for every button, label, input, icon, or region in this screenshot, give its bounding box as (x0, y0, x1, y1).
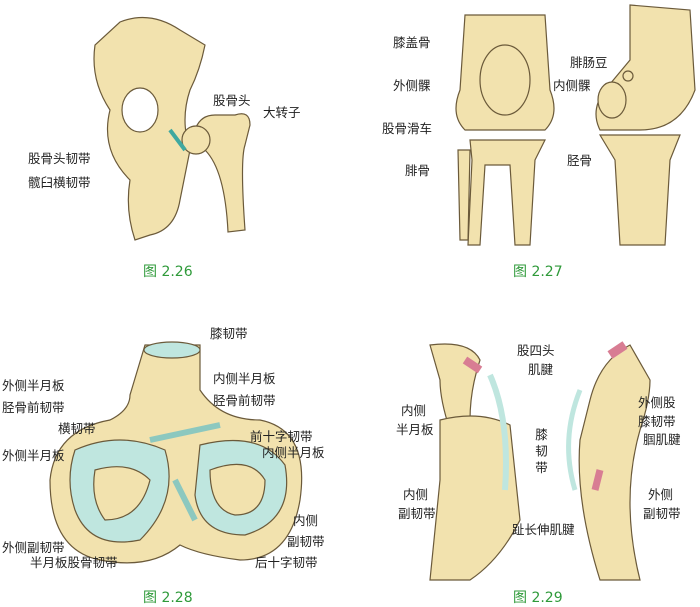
label-medial: 内侧 (293, 513, 319, 528)
label-ligament-of-head: 股骨头韧带 (28, 151, 91, 166)
label-femoropatellar-ligament: 膝韧带 (638, 414, 676, 429)
label-cranial-tibial-ligament-lateral: 胫骨前韧带 (2, 400, 65, 415)
label-cranial-tibial-ligament-medial: 胫骨前韧带 (213, 393, 276, 408)
label-medial-meniscus-tibial: 内侧半月板 (213, 371, 276, 386)
label-femoral-trochlea: 股骨滑车 (382, 121, 433, 136)
label-lateral-collateral-ligament: 外侧副韧带 (2, 540, 65, 555)
label-lateral-condyle: 外侧髁 (393, 78, 431, 93)
label-femoral-head: 股骨头 (213, 93, 251, 108)
label-caudal-cruciate-ligament: 后十字韧带 (255, 555, 318, 570)
label-patella: 膝盖骨 (393, 35, 431, 50)
label-fibula: 腓骨 (405, 163, 431, 178)
label-meniscus: 半月板 (396, 422, 434, 437)
label-lateral-meniscus-tibial: 外侧半月板 (2, 378, 65, 393)
hip-bone-illustration (93, 16, 251, 241)
label-popliteal-tendon: 腘肌腱 (643, 432, 681, 447)
label-lateral: 外侧 (648, 487, 674, 502)
label-collateral-ligament: 副韧带 (398, 506, 436, 521)
label-greater-trochanter: 大转子 (263, 105, 301, 120)
knee-lateral-illustration (429, 341, 651, 581)
label-patellar-ligament: 膝韧带 (210, 326, 248, 341)
label-tendon: 肌腱 (528, 362, 554, 377)
knee-side-illustration (595, 4, 696, 246)
figure-caption: 图 2.29 (513, 590, 563, 606)
label-collateral-ligament: 副韧带 (643, 506, 681, 521)
label-medial-meniscus: 内侧半月板 (262, 445, 325, 460)
tibial-plateau-illustration (49, 341, 303, 564)
knee-front-illustration (455, 14, 555, 246)
label-quadriceps: 股四头 (517, 343, 555, 358)
label-lateral-meniscus: 外侧半月板 (2, 448, 65, 463)
label-medial: 内侧 (403, 487, 429, 502)
label-collateral-ligament: 副韧带 (287, 534, 325, 549)
label-transverse-ligament: 横韧带 (58, 421, 96, 436)
label-patellar-ligament: 膝韧带 (533, 428, 548, 478)
label-meniscofemoral-ligament: 半月板股骨韧带 (30, 555, 118, 570)
label-medial: 内侧 (401, 403, 427, 418)
label-fabella: 腓肠豆 (570, 55, 608, 70)
label-transverse-acetabular-ligament: 髋臼横韧带 (28, 175, 91, 190)
figure-caption: 图 2.27 (513, 264, 563, 280)
label-lateral-femoropatellar: 外侧股 (638, 395, 676, 410)
label-tibia: 胫骨 (567, 153, 593, 168)
figure-caption: 图 2.28 (143, 590, 193, 606)
figure-caption: 图 2.26 (143, 264, 193, 280)
label-medial-condyle: 内侧髁 (553, 78, 591, 93)
label-long-digital-extensor-tendon: 趾长伸肌腱 (512, 522, 575, 537)
label-cranial-cruciate-ligament: 前十字韧带 (250, 429, 313, 444)
